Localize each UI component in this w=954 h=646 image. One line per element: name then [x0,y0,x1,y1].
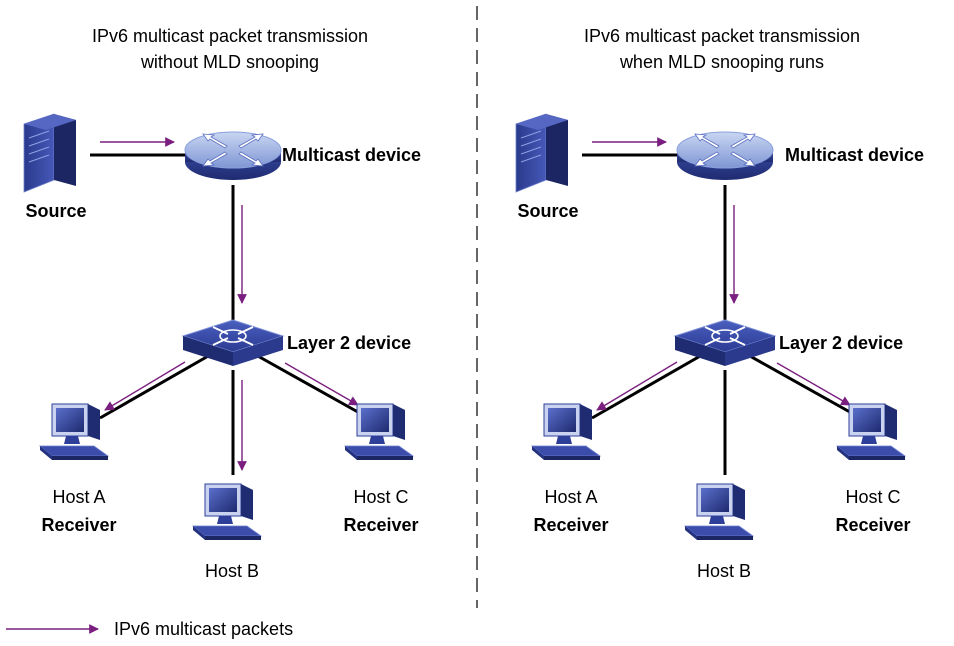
left-title-line1: IPv6 multicast packet transmission [92,26,368,46]
right-router-label: Multicast device [785,145,924,165]
left-host-a-icon [39,403,109,461]
left-link-switch-hosta [99,353,211,420]
left-title-line2: without MLD snooping [140,52,319,72]
left-host-b-name: Host B [205,561,259,581]
right-switch-label: Layer 2 device [779,333,903,353]
right-host-c-icon [836,403,906,461]
right-host-a-name: Host A [544,487,597,507]
left-source-server-icon [23,113,77,193]
left-host-a-role: Receiver [41,515,116,535]
legend: IPv6 multicast packets [6,619,293,639]
left-router-label: Multicast device [282,145,421,165]
right-switch-icon [674,319,776,367]
left-host-c-role: Receiver [343,515,418,535]
left-arrow-switch-hosta [104,361,186,411]
left-host-c-name: Host C [353,487,408,507]
right-host-b-icon [684,483,754,541]
left-host-a-name: Host A [52,487,105,507]
right-panel: IPv6 multicast packet transmission when … [515,26,924,581]
left-panel: IPv6 multicast packet transmission witho… [23,26,421,581]
left-source-label: Source [25,201,86,221]
right-router-icon [676,131,774,181]
right-title-line2: when MLD snooping runs [619,52,824,72]
right-host-c-role: Receiver [835,515,910,535]
right-host-a-icon [531,403,601,461]
right-arrow-switch-hosta [596,361,678,411]
right-host-a-role: Receiver [533,515,608,535]
left-switch-label: Layer 2 device [287,333,411,353]
right-host-c-name: Host C [845,487,900,507]
right-link-switch-hosta [591,353,703,420]
left-link-switch-hostc [255,353,366,418]
right-link-switch-hostc [747,353,858,418]
right-arrow-switch-hostc [776,362,851,406]
left-arrow-switch-hostc [284,362,359,406]
right-title-line1: IPv6 multicast packet transmission [584,26,860,46]
left-host-c-icon [344,403,414,461]
right-source-label: Source [517,201,578,221]
legend-label: IPv6 multicast packets [114,619,293,639]
right-source-server-icon [515,113,569,193]
left-router-icon [184,131,282,181]
left-host-b-icon [192,483,262,541]
right-host-b-name: Host B [697,561,751,581]
left-switch-icon [182,319,284,367]
